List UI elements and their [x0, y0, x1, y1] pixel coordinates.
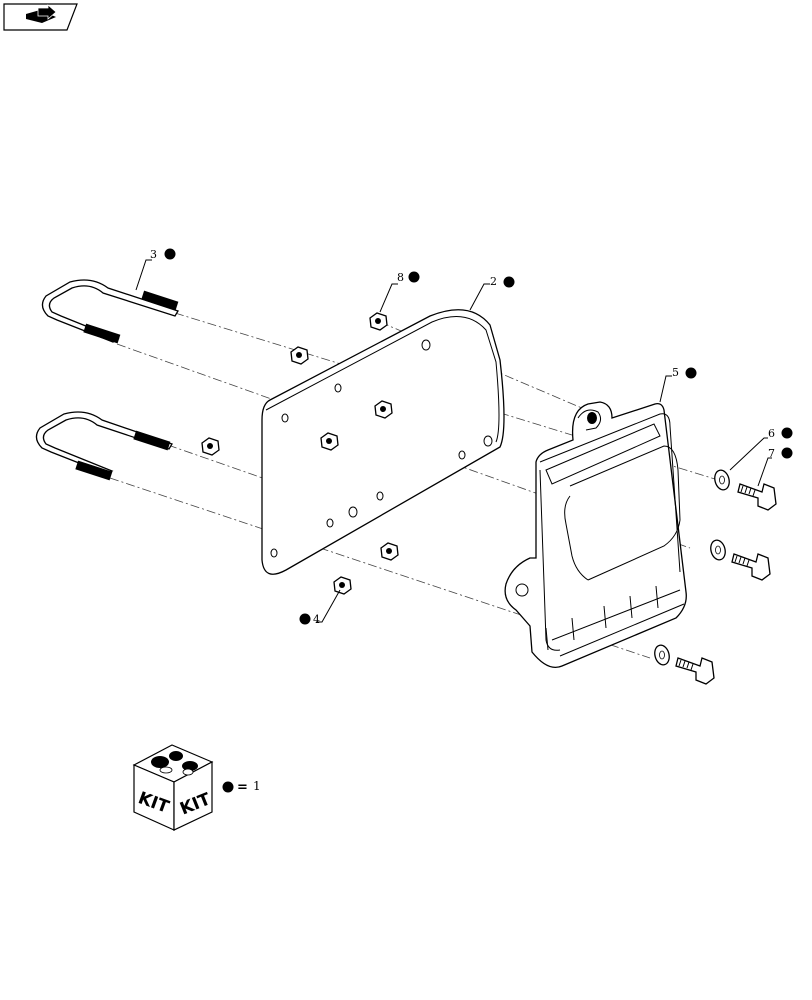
- washer: [654, 644, 670, 666]
- control-module: [504, 401, 687, 669]
- callout-number: 7: [768, 447, 775, 460]
- kit-number: 1: [253, 779, 261, 793]
- kit-legend: KIT KIT = 1: [132, 744, 261, 831]
- washer: [710, 539, 726, 561]
- kit-dot-icon: [164, 248, 176, 260]
- kit-dot-icon: [408, 271, 420, 283]
- washer: [714, 469, 730, 491]
- callout-2: 2: [490, 275, 515, 288]
- arrow-folder-icon: [26, 4, 57, 23]
- callout-number: 5: [672, 366, 679, 379]
- callout-6: 6: [768, 427, 793, 440]
- thread-lower-a: [133, 430, 171, 451]
- mounting-plate: [261, 309, 505, 575]
- callout-number: 8: [397, 271, 404, 284]
- callout-8: 8: [397, 271, 420, 284]
- kit-equals: =: [237, 780, 248, 795]
- callout-number: 2: [490, 275, 497, 288]
- hex-nut: [333, 576, 352, 595]
- kit-box-icon: KIT KIT: [132, 744, 214, 831]
- hex-bolt: [731, 553, 771, 581]
- hex-nut: [290, 346, 309, 365]
- u-bolt-upper: [41, 279, 179, 344]
- callout-4: 4: [299, 613, 320, 626]
- thread-upper-a: [141, 290, 179, 311]
- hex-nut: [380, 542, 399, 561]
- hex-nut: [201, 437, 220, 456]
- kit-dot-icon: [781, 447, 793, 459]
- kit-dot-icon: [781, 427, 793, 439]
- navigation-tab[interactable]: [3, 3, 78, 31]
- hex-bolt: [675, 657, 715, 685]
- callout-number: 4: [313, 613, 320, 626]
- kit-dot-icon: [503, 276, 515, 288]
- hex-bolt: [737, 483, 777, 511]
- u-bolt-lower: [35, 411, 173, 481]
- washers: [654, 469, 730, 666]
- callout-leaders: [135, 259, 772, 623]
- callout-number: 6: [768, 427, 775, 440]
- kit-dot-icon: [299, 613, 311, 625]
- hex-nut: [369, 312, 388, 331]
- thread-upper-b: [83, 323, 121, 344]
- hex-nut: [320, 432, 339, 451]
- kit-dot-icon: [222, 781, 234, 793]
- callout-5: 5: [672, 366, 697, 379]
- hex-nut: [374, 400, 393, 419]
- callout-3: 3: [150, 248, 176, 261]
- callout-number: 3: [150, 248, 157, 261]
- callout-7: 7: [768, 447, 793, 460]
- kit-dot-icon: [685, 367, 697, 379]
- hex-nuts: [201, 312, 399, 595]
- thread-lower-b: [75, 460, 113, 481]
- bolts: [675, 483, 777, 685]
